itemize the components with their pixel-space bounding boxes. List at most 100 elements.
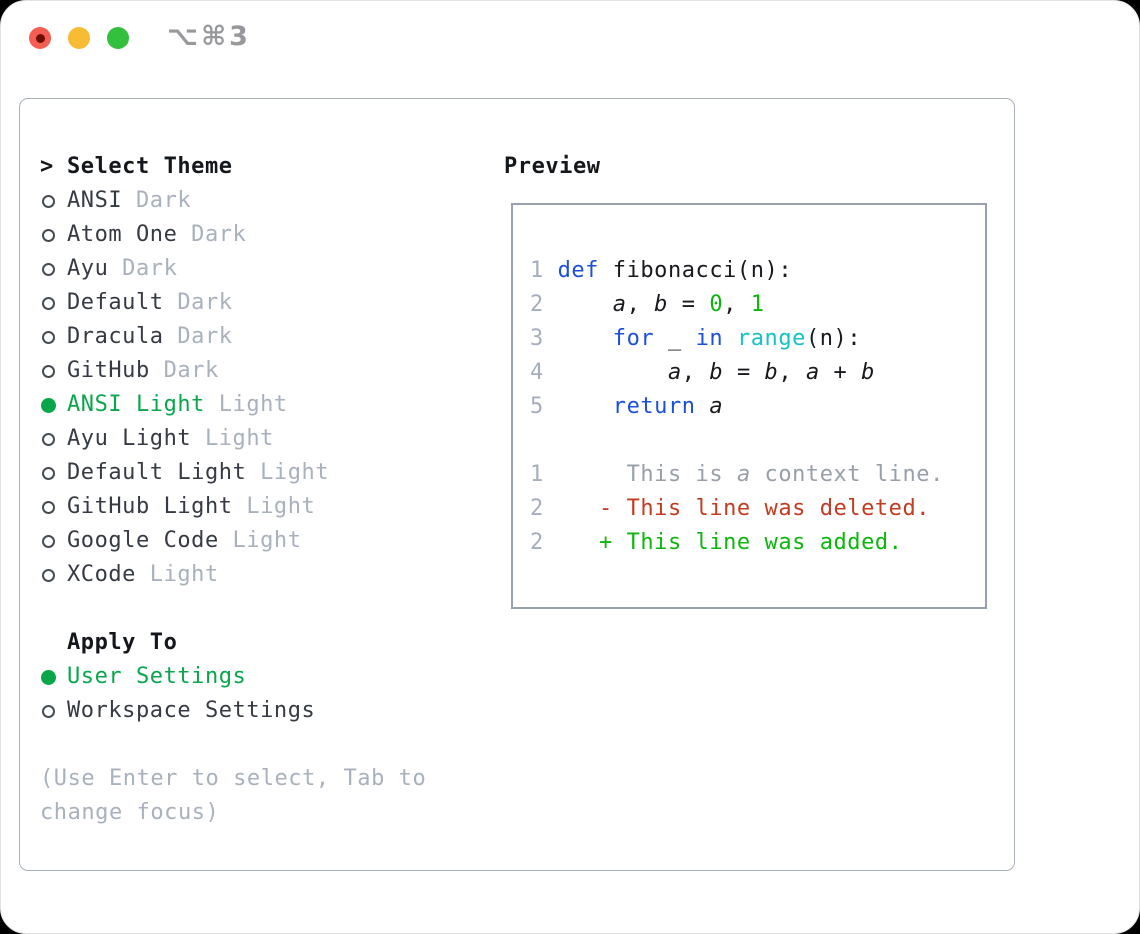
radio-icon xyxy=(42,262,55,276)
theme-option[interactable]: Google Code Light xyxy=(40,524,426,558)
radio-icon xyxy=(42,704,55,718)
theme-label: Ayu Light xyxy=(67,426,192,451)
line-number: 4 xyxy=(530,360,558,385)
code-token: a xyxy=(736,462,751,487)
theme-option[interactable]: Default Light Light xyxy=(40,456,426,490)
code-token xyxy=(696,394,710,419)
code-token: fibonacci(n): xyxy=(598,258,793,283)
code-token: + xyxy=(819,360,862,385)
code-token: def xyxy=(557,258,599,283)
theme-variant-label: Light xyxy=(191,426,274,451)
theme-variant-label: Light xyxy=(232,494,316,519)
close-button[interactable] xyxy=(29,27,51,49)
apply-target-option[interactable]: Workspace Settings xyxy=(40,694,426,728)
radio-selected-icon xyxy=(41,669,56,685)
theme-variant-label: Dark xyxy=(108,256,178,281)
code-token: range xyxy=(736,326,806,351)
line-number: 2 xyxy=(530,292,558,317)
theme-variant-label: Light xyxy=(218,528,302,553)
code-token: a xyxy=(612,292,627,317)
radio-icon xyxy=(42,568,55,582)
code-line: 3 for _ in range(n): xyxy=(530,322,985,356)
theme-option[interactable]: GitHub Dark xyxy=(40,354,426,388)
hint-text: (Use Enter to select, Tab to change focu… xyxy=(40,766,427,825)
code-token: for xyxy=(612,326,655,351)
theme-variant-label: Dark xyxy=(163,324,233,349)
theme-label: ANSI xyxy=(67,188,123,213)
code-token: _ xyxy=(654,326,696,351)
theme-option[interactable]: Default Dark xyxy=(40,286,426,320)
code-token: , xyxy=(778,360,806,385)
code-token xyxy=(558,326,613,351)
theme-option[interactable]: Ayu Light Light xyxy=(40,422,426,456)
code-line xyxy=(530,424,985,458)
code-token: (n): xyxy=(805,326,862,351)
radio-icon xyxy=(42,228,55,242)
code-token xyxy=(558,360,668,385)
code-token: + This line was added. xyxy=(557,530,903,555)
radio-icon xyxy=(42,500,55,514)
code-token: = xyxy=(723,360,765,385)
code-token: b xyxy=(654,292,668,317)
window-title: ⌥⌘3 xyxy=(167,21,251,52)
code-token: , xyxy=(723,292,751,317)
cursor-arrow-icon: > xyxy=(40,154,54,179)
code-token xyxy=(558,394,613,419)
code-token: a xyxy=(709,394,724,419)
code-token: in xyxy=(695,326,724,351)
theme-option[interactable]: Atom One Dark xyxy=(40,218,426,252)
spacer xyxy=(40,728,426,762)
code-line: 1 This is a context line. xyxy=(530,458,985,492)
theme-option[interactable]: Dracula Dark xyxy=(40,320,426,354)
line-number xyxy=(530,428,558,453)
theme-label: ANSI Light xyxy=(67,392,205,417)
theme-variant-label: Dark xyxy=(177,222,247,247)
theme-option[interactable]: GitHub Light Light xyxy=(40,490,426,524)
line-number: 1 xyxy=(530,258,558,283)
minimize-button[interactable] xyxy=(68,27,90,49)
maximize-button[interactable] xyxy=(107,27,129,49)
code-token: = xyxy=(667,292,710,317)
theme-label: Google Code xyxy=(67,528,219,553)
code-line: 4 a, b = b, a + b xyxy=(530,356,985,390)
code-token: b xyxy=(764,360,779,385)
theme-label: Default xyxy=(67,290,164,315)
code-token: a xyxy=(667,360,682,385)
theme-label: Atom One xyxy=(67,222,178,247)
code-line: 2 - This line was deleted. xyxy=(530,492,985,526)
code-token: a xyxy=(805,360,820,385)
select-theme-title: Select Theme xyxy=(67,154,233,179)
code-line: 2 a, b = 0, 1 xyxy=(530,288,985,322)
theme-label: XCode xyxy=(67,562,136,587)
theme-variant-label: Light xyxy=(204,392,288,417)
apply-target-label: User Settings xyxy=(67,664,247,689)
code-token: return xyxy=(612,394,696,419)
apply-to-title: Apply To xyxy=(67,630,178,655)
line-number: 3 xyxy=(530,326,558,351)
titlebar: ⌥⌘3 xyxy=(1,1,1139,75)
code-token: b xyxy=(861,360,875,385)
preview-title: Preview xyxy=(504,154,601,179)
line-number: 5 xyxy=(530,394,558,419)
theme-option[interactable]: Ayu Dark xyxy=(40,252,426,286)
theme-option[interactable]: ANSI Light Light xyxy=(40,388,426,422)
theme-variant-label: Dark xyxy=(122,188,192,213)
radio-icon xyxy=(42,534,55,548)
apply-target-option[interactable]: User Settings xyxy=(40,660,426,694)
code-token: 0 xyxy=(709,292,724,317)
radio-icon xyxy=(42,432,55,446)
code-token: , xyxy=(626,292,655,317)
theme-variant-label: Dark xyxy=(149,358,219,383)
theme-option[interactable]: XCode Light xyxy=(40,558,426,592)
theme-option[interactable]: ANSI Dark xyxy=(40,184,426,218)
apply-target-label: Workspace Settings xyxy=(67,698,316,723)
theme-variant-label: Light xyxy=(135,562,219,587)
theme-label: Default Light xyxy=(67,460,247,485)
